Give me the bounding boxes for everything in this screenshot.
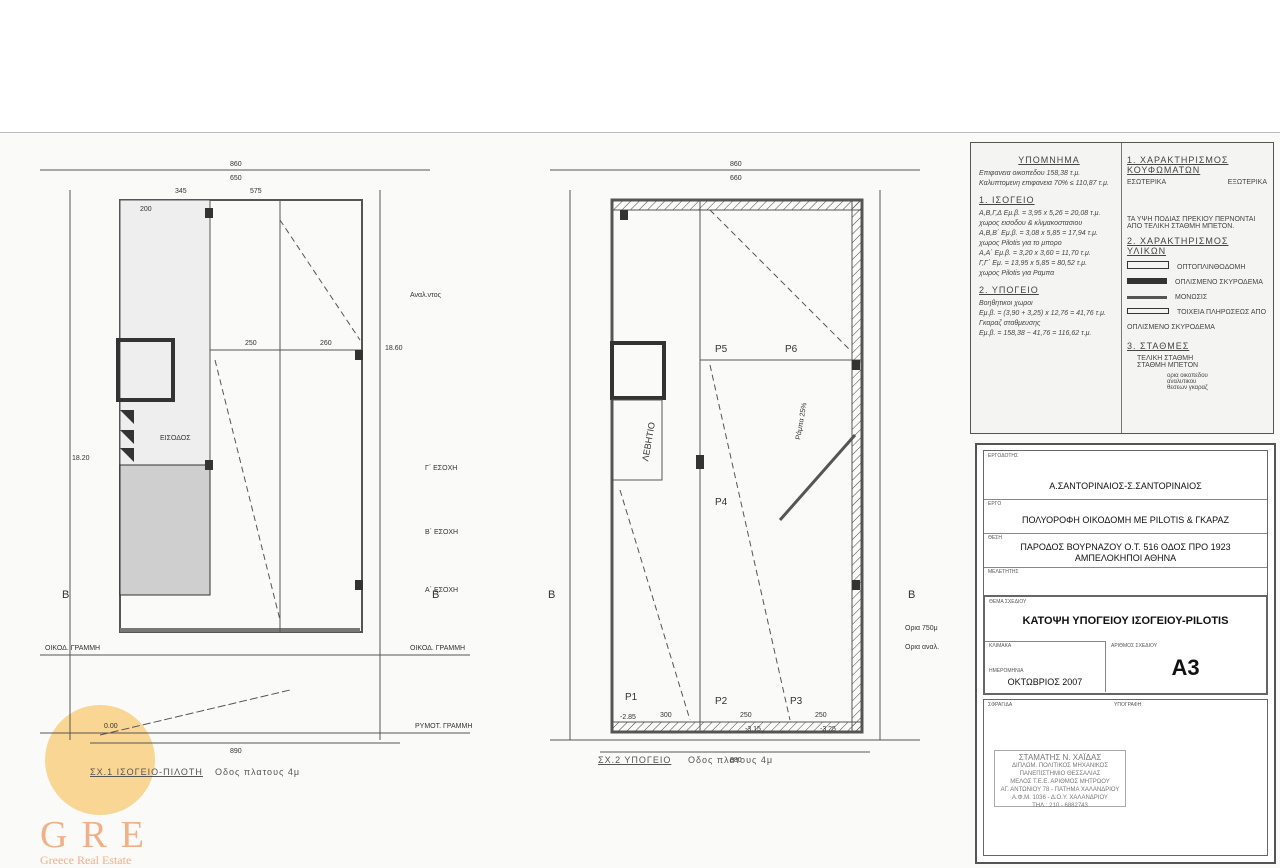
ground-dim: 260 [320,340,332,347]
ground-width-dim: 860 [230,161,242,168]
legend-panel: ΥΠΟΜΝΗΜΑ Επιφανεια οικοπεδου 158,38 τ.μ.… [970,142,1274,434]
material-label: ΜΟΝΩΣΙΣ [1175,294,1208,301]
legend-materials-heading: 2. ΧΑΡΑΚΤΗΡΙΣΜΟΣ ΥΛΙΚΩΝ [1127,236,1229,256]
parking-space: P6 [785,344,798,355]
basement-dim: -2.85 [620,714,636,721]
basement-dim: 250 [740,712,752,719]
ground-plan-caption: ΣΧ.1 ΙΣΟΓΕΙΟ-ΠΙΛΟΤΗ [90,767,203,777]
legend-ground-text: Α,Β,Γ,Δ Εμ.β. = 3,95 x 5,26 = 20,08 τ.μ.… [979,210,1101,277]
basement-plan-caption: ΣΧ.2 ΥΠΟΓΕΙΟ [598,755,672,765]
subject-label: ΘΕΜΑ ΣΧΕΔΙΟΥ [989,599,1027,605]
basement-street-label: Οδος πλατους 4μ [688,755,774,765]
ground-label: ΟΙΚΟΔ. ΓΡΑΜΜΗ [45,645,100,652]
legend-divider [1121,143,1122,433]
ground-dim: 250 [245,340,257,347]
ground-label: Β΄ ΕΣΟΧΗ [425,529,458,536]
section-marker: B [432,589,439,601]
parking-space: P2 [715,696,728,707]
scale-label: ΚΛΙΜΑΚΑ [989,643,1012,649]
title-block: ΕΡΓΟΔΟΤΗΣ Α.ΣΑΝΤΟΡΙΝΑΙΟΣ-Σ.ΣΑΝΤΟΡΙΝΑΙΟΣ … [975,443,1276,864]
ground-label: ΡΥΜΟΤ. ΓΡΑΜΜΗ [415,723,472,730]
material-label: ΟΠΤΟΠΛΙΝΘΟΔΟΜΗ [1177,264,1246,271]
basement-inner-dim: 660 [730,175,742,182]
project: ΠΟΛΥΟΡΟΦΗ ΟΙΚΟΔΟΜΗ ΜΕ PILOTIS & ΓΚΑΡΑΖ [1021,515,1230,525]
parking-space: P1 [625,692,638,703]
date: ΟΚΤΩΒΡΙΟΣ 2007 [1007,677,1083,687]
material-label: ΟΠΛΙΣΜΕΝΟ ΣΚΥΡΟΔΕΜΑ [1175,279,1263,286]
basement-dim: -3.15 [745,726,761,733]
seal-label: ΣΦΡΑΓΙΔΑ [988,702,1013,708]
basement-width-dim: 860 [730,161,742,168]
drawing-subject: ΚΑΤΟΨΗ ΥΠΟΓΕΙΟΥ ΙΣΟΓΕΙΟΥ-PILOTIS [1022,615,1229,627]
signature-label: ΥΠΟΓΡΑΦΗ [1114,702,1142,708]
ground-dim: 575 [250,188,262,195]
legend-notes: Επιφανεια οικοπεδου 158,38 τ.μ. Καλυπτομ… [979,170,1109,187]
legend-basement-heading: 2. ΥΠΟΓΕΙΟ [979,285,1039,295]
section-marker: B [62,589,69,601]
designer-label: ΜΕΛΕΤΗΤΗΣ [988,569,1019,575]
ground-label: ΟΙΚΟΔ. ΓΡΑΜΜΗ [410,645,465,652]
ground-label: Γ΄ ΕΣΟΧΗ [425,465,457,472]
line-label: θεσεων γκαραζ [1167,385,1208,391]
parking-space: P3 [790,696,803,707]
basement-label: Ορια αναλ. [905,644,939,651]
basement-label: Ορια 750μ [905,625,938,632]
ground-dim: 345 [175,188,187,195]
floor-plans: 860 650 890 Αναλ.ντος Γ΄ ΕΣΟΧΗ Β΄ ΕΣΟΧΗ … [40,161,939,764]
level-label: ΣΤΑΘΜΗ ΜΠΕΤΟΝ [1137,362,1199,369]
legend-basement-text: Βοηθητικοι χωροι Εμ.β. = (3,90 + 3,25) x… [979,300,1106,337]
legend-materials: ΟΠΤΟΠΛΙΝΘΟΔΟΜΗ ΟΠΛΙΣΜΕΝΟ ΣΚΥΡΟΔΕΜΑ ΜΟΝΩΣ… [1127,260,1267,335]
number-label: ΑΡΙΘΜΟΣ ΣΧΕΔΙΟΥ [1111,643,1158,649]
line-label: αναλυτικου [1167,379,1197,385]
ground-inner-dim: 650 [230,175,242,182]
section-marker: B [908,589,915,601]
legend-levels-heading: 3. ΣΤΑΘΜΕΣ [1127,341,1190,351]
material-label: ΤΟΙΧΕΙΑ ΠΛΗΡΩΣΕΩΣ ΑΠΟ ΟΠΛΙΣΜΕΝΟ ΣΚΥΡΟΔΕΜ… [1127,309,1267,331]
legend-openings-heading: 1. ΧΑΡΑΚΤΗΡΙΣΜΟΣ ΚΟΥΦΩΜΑΤΩΝ [1127,155,1229,175]
project-label: ΕΡΓΟ [988,501,1002,507]
sun-emblem [45,705,155,815]
ground-bottom-dim: 890 [230,748,242,755]
ground-label: Α΄ ΕΣΟΧΗ [425,587,458,594]
basement-bottom-dim: 880 [730,757,742,764]
date-label: ΗΜΕΡΟΜΗΝΙΑ [989,668,1024,674]
ground-label: ΕΙΣΟΔΟΣ [160,435,191,442]
watermark-text: Greece Real Estate [40,853,132,867]
parking-space: P4 [715,497,728,508]
drawing-number: A3 [1171,655,1200,680]
owner: Α.ΣΑΝΤΟΡΙΝΑΙΟΣ-Σ.ΣΑΝΤΟΡΙΝΑΙΟΣ [1049,481,1202,491]
engineer-stamp: ΣΤΑΜΑΤΗΣ Ν. ΧΑΪΔΑΣ ΔΙΠΛΩΜ. ΠΟΛΙΤΙΚΟΣ ΜΗΧ… [994,750,1126,809]
watermark-letters: GRE [40,814,158,856]
location-city: ΑΜΠΕΛΟΚΗΠΟΙ ΑΘΗΝΑ [1074,553,1177,563]
ground-dim: 18.60 [385,345,403,352]
ground-label: Αναλ.ντος [410,292,442,299]
section-marker: B [548,589,555,601]
gre-watermark-logo: GRE Greece Real Estate [40,705,160,867]
location-label: ΘΕΣΗ [988,535,1002,541]
ground-floor-plan [40,169,470,744]
ground-street-label: Οδος πλατους 4μ [215,767,301,777]
ramp-label: Ράμπα 25% [794,402,808,440]
legend-interior: ΕΣΩΤΕΡΙΚΑ [1127,179,1167,186]
ground-dim: 18.20 [72,455,90,462]
ground-level-zero: 0.00 [104,723,118,730]
basement-dim: 250 [815,712,827,719]
parking-space: P5 [715,344,728,355]
legend-ground-heading: 1. ΙΣΟΓΕΙΟ [979,195,1035,205]
basement-plan [550,169,920,753]
location: ΠΑΡΟΔΟΣ ΒΟΥΡΝΑΖΟΥ Ο.Τ. 516 ΟΔΟΣ ΠΡΟ 1923 [1020,542,1231,552]
owner-label: ΕΡΓΟΔΟΤΗΣ [988,453,1019,459]
legend-exterior: ΕΞΩΤΕΡΙΚΑ [1227,179,1267,186]
legend-openings-note: ΤΑ ΥΨΗ ΠΟΔΙΑΣ ΠΡΕΚΙΟΥ ΠΕΡΝΟΝΤΑΙ ΑΠΟ ΤΕΛΙ… [1127,216,1256,230]
level-label: ΤΕΛΙΚΗ ΣΤΑΘΜΗ [1137,355,1194,362]
basement-dim: -3.25 [820,726,836,733]
line-label: ορια οικοπεδου [1167,373,1208,379]
boiler-room-label: ΛΕΒΗΤΙΟ [640,421,657,462]
legend-title: ΥΠΟΜΝΗΜΑ [1018,155,1080,165]
basement-dim: 300 [660,712,672,719]
ground-dim: 200 [140,206,152,213]
